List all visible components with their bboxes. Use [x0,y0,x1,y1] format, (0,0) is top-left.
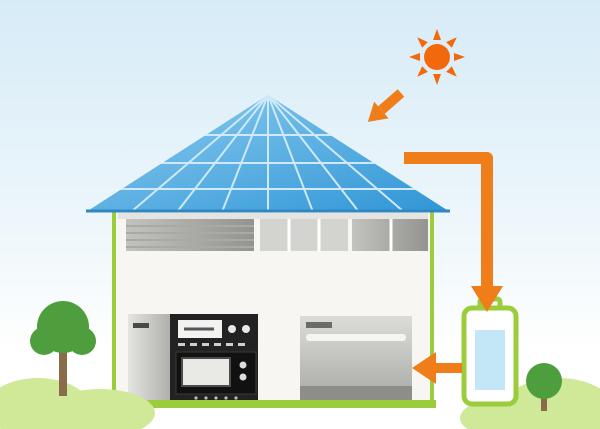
dishwasher-base [300,386,412,402]
microwave-window [181,357,231,387]
eave-shadow [118,213,428,219]
tree-trunk [59,350,67,396]
kitchen [128,314,412,402]
tree-trunk [541,393,547,411]
arrow-sun-to-roof-icon [367,89,405,122]
dishwasher-slot [306,334,406,341]
stove-unit [170,314,258,402]
cabinet-handle [133,323,149,328]
arrow-battery-to-house-icon [412,352,462,384]
battery-storage-unit [461,296,519,407]
stove-knob [242,325,250,333]
small-tree [526,363,562,411]
bush [45,389,155,429]
arrow-roof-to-battery-icon [404,152,503,312]
window-mullions [287,219,321,251]
upper-floor [126,219,428,251]
solar-panel-roof [86,95,450,213]
sun-core [424,44,450,70]
sun-icon [409,29,465,85]
dishwasher [300,316,412,402]
tree [30,301,96,396]
vent-slats [126,225,254,248]
stove-knob [228,325,236,333]
dishwasher-handle [306,322,332,328]
kitchen-cabinet [128,314,170,402]
sun-rays [409,29,465,85]
upper-window-middle [260,219,348,251]
house [110,208,436,408]
tree-foliage [30,327,58,355]
microwave-knob [239,373,247,381]
tree-foliage [526,363,562,399]
tree-foliage [68,327,96,355]
stove-buttons [178,343,245,346]
left-greenery [0,301,155,429]
microwave-knob [239,361,247,369]
bush [500,378,600,429]
microwave-oven [175,351,257,395]
ground-baseline [110,400,436,408]
battery-cell-indicator [475,330,505,390]
button-dots [194,396,238,400]
vent-window [126,219,254,251]
